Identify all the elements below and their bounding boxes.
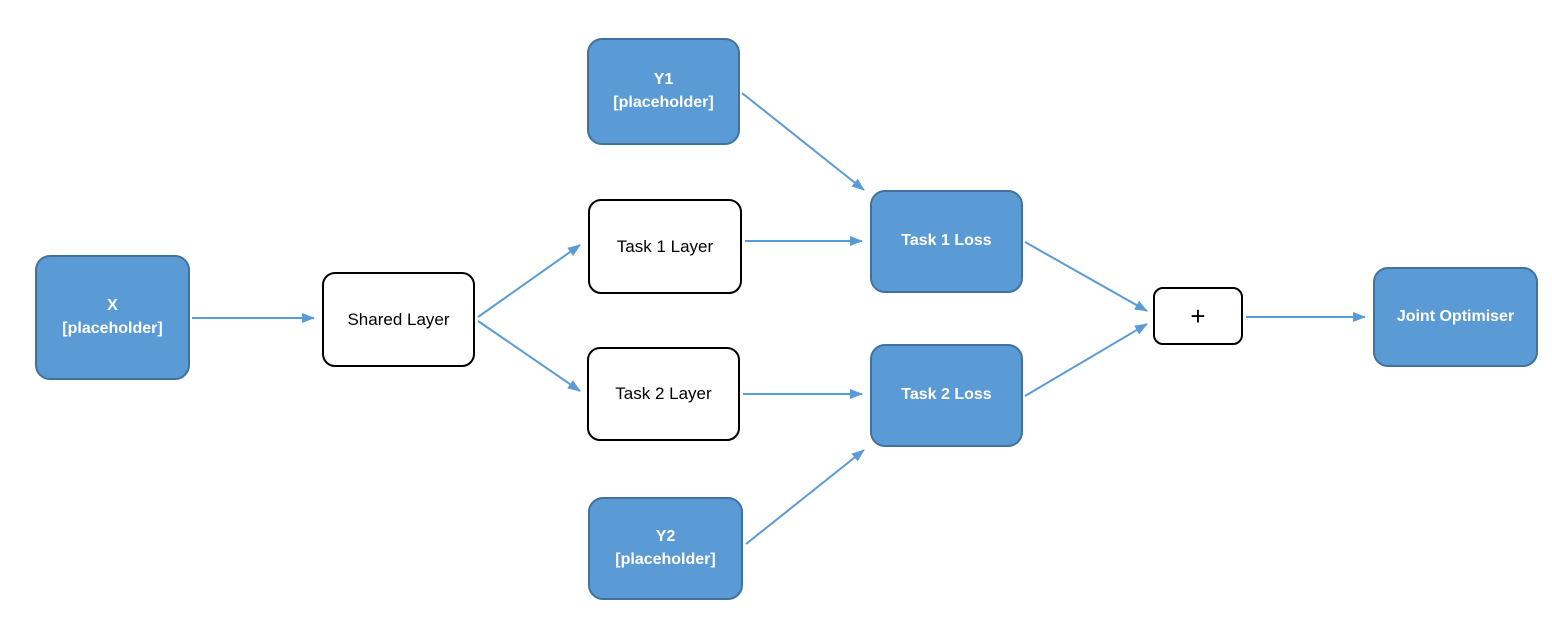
node-joint-optimiser-label: Joint Optimiser	[1396, 307, 1515, 325]
node-shared-layer-label: Shared Layer	[347, 309, 450, 329]
edge-y1-to-task1-loss	[741, 92, 865, 191]
node-joint-optimiser: Joint Optimiser	[1373, 267, 1538, 367]
node-task2-layer-label: Task 2 Layer	[615, 384, 712, 404]
node-x-input-name: X	[107, 297, 118, 315]
node-task1-loss: Task 1 Loss	[870, 190, 1023, 293]
node-shared-layer: Shared Layer	[322, 272, 475, 367]
node-y1-input-type: [placeholder]	[613, 93, 714, 111]
node-task1-loss-label: Task 1 Loss	[901, 232, 992, 250]
node-task1-layer: Task 1 Layer	[588, 199, 742, 294]
edge-task1-loss-to-sum	[1024, 241, 1148, 312]
node-y1-input: Y1 [placeholder]	[587, 38, 740, 145]
node-task2-loss: Task 2 Loss	[870, 344, 1023, 447]
plus-icon: +	[1190, 301, 1206, 331]
node-sum-plus: +	[1153, 287, 1243, 345]
node-x-input-type: [placeholder]	[62, 319, 163, 337]
edge-shared-to-task2-layer	[477, 320, 581, 392]
node-y2-input-name: Y2	[655, 528, 676, 546]
edge-task2-loss-to-sum	[1024, 323, 1148, 397]
edge-shared-to-task1-layer	[477, 244, 581, 318]
node-y2-input-type: [placeholder]	[615, 550, 716, 568]
node-task2-loss-label: Task 2 Loss	[901, 386, 992, 404]
node-task1-layer-label: Task 1 Layer	[616, 236, 714, 256]
node-y2-input: Y2 [placeholder]	[588, 497, 743, 600]
edge-y2-to-task2-loss	[745, 449, 865, 545]
node-task2-layer: Task 2 Layer	[587, 347, 740, 441]
node-x-input: X [placeholder]	[35, 255, 190, 380]
node-y1-input-name: Y1	[653, 71, 674, 89]
